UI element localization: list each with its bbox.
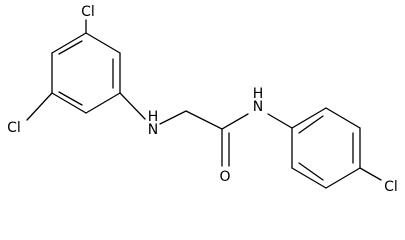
bond — [85, 92, 121, 114]
bond-nh-ring — [267, 113, 293, 129]
double-bond-inner — [298, 162, 324, 181]
double-bond-inner — [58, 40, 83, 55]
bond-co-nh — [221, 113, 249, 130]
atom-label-nh-left-n: N — [148, 122, 158, 138]
chlorophenyl-ring — [291, 107, 382, 189]
bond-nh-ch2 — [159, 110, 187, 125]
bond — [291, 107, 327, 129]
bond — [325, 167, 361, 189]
atom-label-nh-left-h: H — [148, 109, 159, 125]
atom-label-o: O — [219, 169, 230, 185]
acetamide-chain — [159, 110, 293, 167]
bond-to-cl-left — [26, 92, 53, 121]
molecule-diagram: Cl Cl H N O H N Cl — [7, 4, 398, 195]
structure-canvas: Cl Cl H N O H N Cl — [7, 4, 398, 195]
bond-to-nh — [119, 92, 146, 120]
atom-label-cl-right: Cl — [384, 179, 398, 195]
bond — [325, 107, 361, 129]
dichlorophenyl-ring — [26, 19, 146, 121]
bond — [291, 167, 327, 189]
atom-label-cl-top: Cl — [81, 4, 95, 20]
bond — [51, 32, 87, 54]
bond-to-cl-right — [359, 167, 382, 181]
bond — [85, 32, 121, 54]
atom-label-nh-right-n: N — [253, 99, 263, 115]
double-bond-inner — [298, 115, 324, 134]
bond-ch2-co — [185, 110, 223, 130]
bond — [51, 92, 87, 114]
atom-label-nh-right-h: H — [253, 86, 264, 102]
double-bond-inner — [58, 91, 83, 106]
atom-label-cl-left: Cl — [7, 120, 21, 136]
